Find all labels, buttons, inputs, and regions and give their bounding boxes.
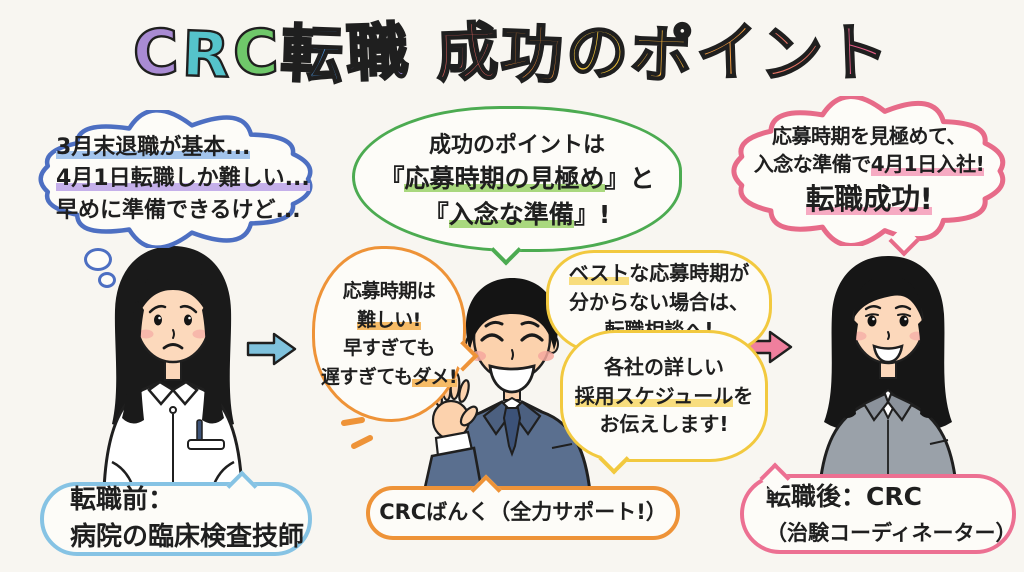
man-tie: [502, 407, 522, 457]
timing-bubble-text: 応募時期は難しい!早すぎても遅すぎてもダメ!: [320, 280, 458, 388]
nurse-nose: [172, 329, 175, 339]
nurse-collar-right: [171, 380, 199, 406]
man-pocket-line: [551, 443, 573, 449]
label-before-text: 転職前：病院の臨床検査技師: [70, 485, 305, 552]
success-bubble-text: 応募時期を見極めて、入念な準備で4月1日入社!転職成功!: [753, 124, 985, 216]
nurse-front-lock-left: [122, 300, 144, 424]
label-bank-text: CRCばんく（全力サポート!）: [379, 500, 667, 525]
schedule-bubble: 各社の詳しい採用スケジュールをお伝えします!: [560, 330, 768, 475]
woman-lash-right: [897, 313, 911, 317]
woman-eye-left: [867, 315, 877, 327]
woman-smile-mouth: [872, 344, 904, 364]
man-sleeve: [422, 446, 484, 492]
thought-trail-circle-small: [98, 272, 116, 288]
point-bubble: 成功のポイントは『応募時期の見極め』と『入念な準備』!: [352, 106, 682, 266]
nurse-eye-left: [154, 314, 162, 326]
nurse-blush-right: [192, 329, 208, 339]
point-bubble-text: 成功のポイントは『応募時期の見極め』と『入念な準備』!: [379, 132, 655, 229]
thought-bubble-text: 3月末退職が基本...4月1日転職しか難しい...早めに準備できるけど...: [56, 135, 310, 223]
man-nose: [511, 349, 514, 360]
woman-bangs: [854, 276, 922, 320]
success-bubble: 応募時期を見極めて、入念な準備で4月1日入社!転職成功!: [720, 96, 1018, 257]
man-hair: [466, 278, 558, 350]
man-smile-mouth: [488, 364, 536, 394]
woman-brow-right: [894, 305, 912, 311]
man-open-hand: [422, 371, 484, 492]
eye-glint: [904, 317, 907, 321]
thought-trail-circle: [84, 248, 112, 271]
man-blush-right: [538, 351, 554, 361]
woman-pocket-line: [929, 439, 949, 445]
timing-bubble: 応募時期は難しい!早すぎても遅すぎてもダメ!: [312, 246, 479, 422]
woman-front-lock-left: [838, 316, 858, 418]
label-after: 転職後：CRC（治験コーディネーター）: [740, 462, 1017, 554]
woman-lapel-left: [862, 392, 890, 422]
success-cloud-shape: [731, 96, 1006, 246]
nurse-figure: [102, 246, 244, 490]
nurse-button: [169, 406, 177, 414]
crc-woman-figure: [818, 256, 958, 484]
nurse-frown-mouth: [162, 343, 184, 350]
nurse-brow-left: [148, 304, 167, 314]
man-brow-left: [484, 320, 504, 328]
man-happy-eye-left: [480, 333, 504, 342]
eye-glint: [872, 317, 875, 321]
woman-lapel-right: [886, 392, 914, 422]
arrow-before-to-center: [246, 332, 297, 366]
woman-front-lock-right: [918, 316, 938, 418]
nurse-collar-left: [147, 380, 175, 406]
label-bank: CRCばんく（全力サポート!）: [366, 474, 680, 540]
nurse-eye-right: [184, 314, 192, 326]
thought-bubble-before: 3月末退職が基本...4月1日転職しか難しい...早めに準備できるけど...: [26, 110, 326, 248]
man-brow-right: [520, 320, 540, 328]
consultant-figure: [422, 278, 592, 492]
label-after-text: 転職後：CRC（治験コーディネーター）: [766, 481, 1017, 546]
woman-nose: [887, 331, 890, 340]
woman-eye-right: [899, 315, 909, 327]
nurse-blush-left: [138, 329, 154, 339]
man-happy-eye-right: [520, 333, 544, 342]
eye-glint: [158, 316, 161, 320]
nurse-brow-right: [179, 304, 198, 314]
eye-glint: [188, 316, 191, 320]
nurse-bangs: [138, 268, 208, 316]
schedule-bubble-text: 各社の詳しい採用スケジュールをお伝えします!: [574, 355, 754, 437]
page-title: CRC転職 成功のポイント: [131, 14, 894, 94]
woman-lash-left: [865, 313, 879, 317]
woman-brow-left: [864, 305, 882, 311]
label-before: 転職前：病院の臨床検査技師: [40, 470, 312, 556]
nurse-front-lock-right: [202, 300, 224, 424]
nurse-pocket: [187, 439, 225, 450]
